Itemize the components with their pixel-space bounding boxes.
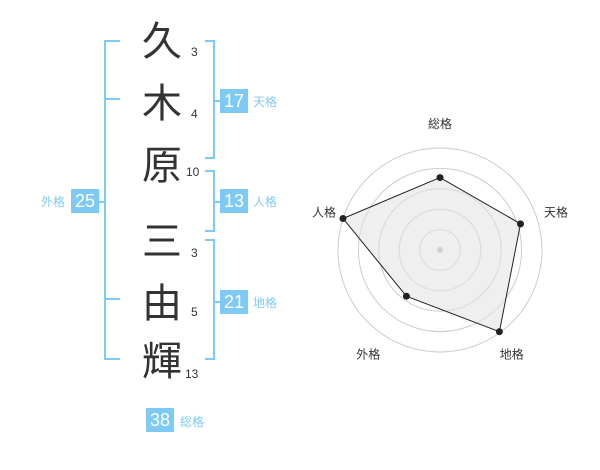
radar-point <box>517 220 525 228</box>
radar-axis-label: 外格 <box>356 347 380 362</box>
gaikaku-bracket-tick-2 <box>104 298 120 300</box>
tenkaku-badge: 17 <box>220 89 248 113</box>
chikaku-bracket-top <box>205 239 215 241</box>
radar-point <box>402 292 410 300</box>
soukaku-label: 総格 <box>180 415 205 429</box>
tenkaku-label: 天格 <box>253 95 278 109</box>
gaikaku-bracket-vertical <box>104 40 106 360</box>
radar-point <box>339 214 347 222</box>
radar-axis-label: 天格 <box>544 204 568 219</box>
jinkaku-bracket-connector <box>213 201 222 203</box>
name-char-2: 木 <box>142 81 182 127</box>
gaikaku-bracket-top <box>104 40 120 42</box>
stroke-count-6: 13 <box>185 367 199 381</box>
name-char-1: 久 <box>142 19 182 65</box>
name-char-6: 輝 <box>142 339 182 385</box>
stroke-count-5: 5 <box>191 305 198 319</box>
tenkaku-bracket-vertical <box>213 40 215 159</box>
chikaku-bracket-vertical <box>213 239 215 360</box>
name-char-3: 原 <box>142 143 182 189</box>
radar-point <box>495 328 503 336</box>
radar-axis-label: 人格 <box>312 204 336 219</box>
jinkaku-badge: 13 <box>220 189 248 213</box>
gaikaku-bracket-bottom <box>104 358 120 360</box>
gaikaku-bracket-tick-1 <box>104 98 120 100</box>
jinkaku-label: 人格 <box>253 195 278 209</box>
stroke-count-1: 3 <box>191 45 198 59</box>
tenkaku-bracket-top <box>205 40 215 42</box>
gaikaku-label: 外格 <box>41 195 66 209</box>
chikaku-bracket-connector <box>213 301 222 303</box>
name-char-5: 由 <box>142 281 182 327</box>
tenkaku-bracket-bottom <box>205 157 215 159</box>
gaikaku-bracket-connector <box>98 201 106 203</box>
name-char-4: 三 <box>142 219 182 265</box>
radar-value-polygon <box>342 177 522 333</box>
radar-axis-label: 地格 <box>500 347 524 362</box>
chikaku-label: 地格 <box>253 296 278 310</box>
soukaku-badge: 38 <box>146 408 174 432</box>
jinkaku-bracket-bottom <box>205 230 215 232</box>
radar-point <box>436 174 444 182</box>
stroke-count-4: 3 <box>191 246 198 260</box>
chikaku-bracket-bottom <box>205 358 215 360</box>
stroke-count-2: 4 <box>191 107 198 121</box>
chikaku-badge: 21 <box>220 290 248 314</box>
radar-axis-label: 総格 <box>428 116 452 131</box>
tenkaku-bracket-connector <box>213 100 222 102</box>
stroke-count-3: 10 <box>186 165 200 179</box>
radar-ring <box>357 167 523 333</box>
jinkaku-bracket-top <box>205 170 215 172</box>
gaikaku-badge: 25 <box>71 189 99 213</box>
